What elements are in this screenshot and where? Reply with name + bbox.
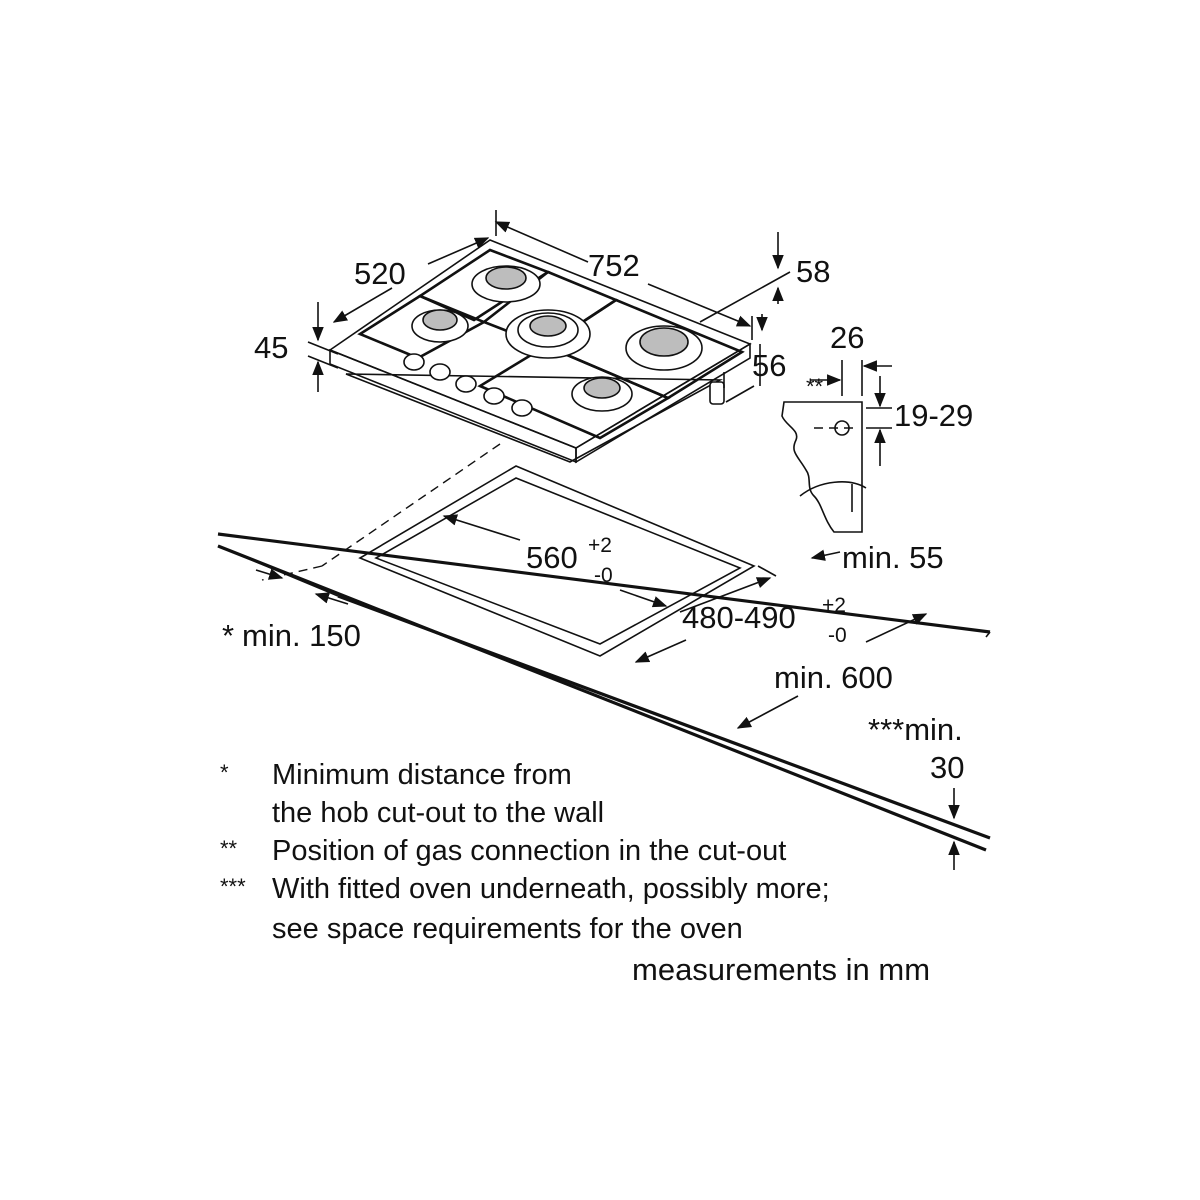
- width-label: 752: [588, 248, 640, 283]
- note-3-line-2: see space requirements for the oven: [272, 913, 743, 945]
- burner-rear-right: [625, 325, 703, 371]
- note-3-line-1: With fitted oven underneath, possibly mo…: [272, 873, 830, 905]
- note-2-marker: **: [220, 836, 238, 861]
- cutout-depth-tol-plus: +2: [822, 594, 846, 617]
- dimension-labels: 520 752 45 58 56 26 ** 19-29 min. 55 560…: [222, 248, 973, 785]
- burners: [411, 265, 703, 412]
- gas-connection-stub: [709, 372, 725, 405]
- worktop-section-profile: [781, 401, 863, 533]
- worktop-cutout: [358, 465, 756, 657]
- cutout-dimensions: [255, 514, 960, 870]
- note-1-marker: *: [220, 760, 229, 785]
- burner-rear-left: [471, 265, 541, 303]
- gas-depth-label: 56: [752, 348, 786, 383]
- footnotes: * Minimum distance from the hob cut-out …: [220, 759, 830, 945]
- side-section-detail: [781, 360, 892, 533]
- front-min-label: min. 55: [842, 540, 944, 575]
- note-1-line-2: the hob cut-out to the wall: [272, 797, 604, 829]
- units-label: measurements in mm: [632, 952, 930, 987]
- depth-label: 520: [354, 256, 406, 291]
- hob-dimensions: [307, 210, 791, 403]
- burner-front-right: [571, 376, 633, 412]
- wall-min-marker: *: [222, 618, 234, 653]
- burner-wok: [505, 309, 591, 359]
- oven-min-label-line2: 30: [930, 750, 964, 785]
- counter-min-depth-label: min. 600: [774, 660, 893, 695]
- note-1-line-1: Minimum distance from: [272, 759, 572, 791]
- total-height-label: 58: [796, 254, 830, 289]
- cutout-depth-label: 480-490: [682, 600, 796, 635]
- hob-side-edge: [575, 342, 751, 464]
- note-2-line-1: Position of gas connection in the cut-ou…: [272, 835, 786, 867]
- oven-min-label-line1: ***min.: [868, 712, 963, 747]
- cutout-width-tol-minus: -0: [594, 564, 613, 587]
- control-knobs: [403, 353, 533, 417]
- height-label: 45: [254, 330, 288, 365]
- gas-offset-label: 26: [830, 320, 864, 355]
- cutout-width-tol-plus: +2: [588, 534, 612, 557]
- hob: [328, 239, 752, 464]
- gas-height-label: 19-29: [894, 398, 973, 433]
- burner-front-left: [411, 309, 469, 343]
- gas-position-marker: **: [806, 374, 824, 399]
- wall-min-label: min. 150: [242, 618, 361, 653]
- cutout-width-label: 560: [526, 540, 578, 575]
- cutout-depth-tol-minus: -0: [828, 624, 847, 647]
- note-3-marker: ***: [220, 874, 246, 899]
